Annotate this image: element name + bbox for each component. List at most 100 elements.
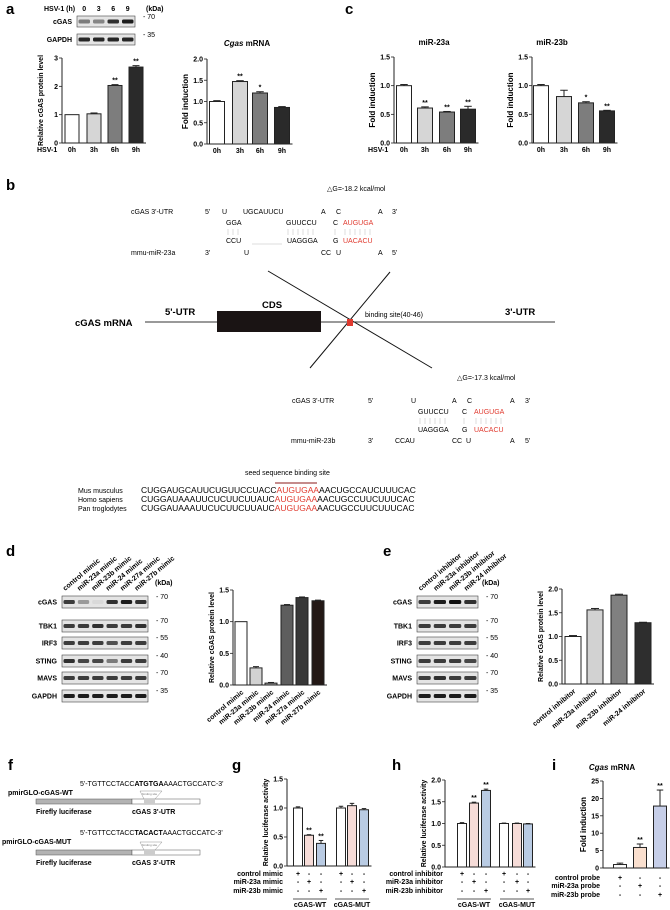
group-label: cGAS-MUT (334, 902, 371, 909)
bar (293, 807, 303, 867)
blot-band (464, 659, 477, 663)
condition-mark: - (619, 883, 622, 890)
seed-target: AUGUGA (474, 409, 505, 416)
condition-mark: - (297, 888, 300, 895)
y-tick-label: 1.5 (273, 777, 283, 784)
blot-row-label: GAPDH (47, 37, 72, 44)
significance-mark: ** (465, 99, 471, 106)
y-axis-label: Fold induction (579, 797, 588, 852)
mirna-name: mmu-miR-23a (131, 250, 175, 257)
blot-strip (416, 654, 479, 668)
condition-mark: - (351, 871, 354, 878)
blot-strip (416, 619, 479, 633)
x-tick-label: 6h (443, 147, 451, 154)
significance-mark: ** (133, 59, 139, 66)
nt: 3' (392, 209, 397, 216)
bar (234, 621, 248, 686)
blot-band (464, 624, 477, 628)
bar (578, 102, 594, 144)
panel-label-c: c (345, 1, 353, 18)
x-tick-label: 0h (537, 147, 545, 154)
nt: CCU (226, 238, 241, 245)
y-tick-label: 0.0 (273, 864, 283, 871)
condition-mark: - (516, 888, 519, 895)
blot-band (418, 624, 431, 628)
blot-row-label: GAPDH (387, 694, 412, 701)
nt: 3' (205, 250, 210, 257)
group-label: cGAS-WT (458, 902, 491, 909)
blot-band (106, 659, 118, 663)
condition-mark: - (308, 871, 311, 878)
condition-mark: + (350, 879, 354, 886)
y-tick-label: 0.0 (548, 682, 558, 689)
bar (634, 622, 652, 685)
bar (523, 823, 533, 868)
lane-label: 0 (82, 6, 86, 13)
target-name: cGAS 3'-UTR (131, 209, 173, 216)
blot-row-label: TBK1 (394, 624, 412, 631)
x-tick-label: 6h (256, 148, 264, 155)
condition-mark: - (659, 875, 662, 882)
blot-band (77, 624, 90, 628)
bar (396, 85, 412, 144)
blot-band (106, 676, 118, 680)
y-tick-label: 1.0 (193, 99, 203, 106)
panel-label-i: i (552, 757, 556, 774)
molecular-weight-marker: - 35 (156, 688, 168, 695)
blot-band (78, 19, 90, 24)
lane-label: 6 (111, 6, 115, 13)
blot-band (433, 600, 446, 604)
nt: 5' (368, 398, 373, 405)
nt: CCAU (395, 438, 415, 445)
nt: 5' (205, 209, 210, 216)
y-tick-label: 2 (54, 84, 58, 91)
delta-g-label: △G=-17.3 kcal/mol (457, 375, 516, 382)
utr-segment (131, 849, 201, 856)
condition-mark: + (472, 879, 476, 886)
x-tick-label: 3h (421, 147, 429, 154)
blot-band (106, 600, 118, 604)
x-tick-label: 3h (560, 147, 568, 154)
nt: U (244, 250, 249, 257)
lane-label: 9 (126, 6, 130, 13)
blot-row-cgas: cGAS- 70 (38, 594, 168, 609)
y-axis-label: Relative cGAS protein level (538, 591, 545, 682)
condition-mark: - (619, 892, 622, 899)
y-axis-label: Relative cGAS protein level (38, 55, 45, 146)
blot-band (433, 659, 446, 663)
mrna-map: cGAS mRNA 5'-UTR CDS binding site(40-46)… (75, 270, 555, 369)
condition-mark: + (362, 888, 366, 895)
blot-strip (61, 595, 149, 609)
construct-mut: 5'-TGTTCCTACCTACACTAAACTGCCATC-3' pmirGL… (2, 830, 223, 867)
y-tick-label: 1 (54, 112, 58, 119)
utr-segment (131, 798, 201, 805)
bar (469, 802, 479, 868)
y-tick-label: 1.0 (518, 83, 528, 90)
condition-label: miR-23a probe (551, 883, 600, 890)
y-tick-label: 1.0 (431, 821, 441, 828)
y-tick-label: 1.0 (219, 619, 229, 626)
bar (86, 113, 102, 144)
luciferase-segment (35, 798, 133, 805)
condition-mark: - (340, 879, 343, 886)
nt: GUUCCU (418, 409, 449, 416)
bar (274, 106, 290, 145)
x-tick-label: 9h (603, 147, 611, 154)
y-tick-label: 0.5 (548, 658, 558, 665)
condition-mark: - (503, 879, 506, 886)
blot-band (135, 600, 147, 604)
nt: A (378, 209, 383, 216)
nt: UAGGGA (287, 238, 318, 245)
blot-band (449, 600, 462, 604)
nt: U (466, 438, 471, 445)
nt: 3' (368, 438, 373, 445)
y-tick-label: 0.0 (219, 683, 229, 690)
species-sequence: CUGGAUAAAUUCUCUUCUUAUCAUGUGAAAACUGCCUUCU… (141, 503, 414, 513)
construct-wt: 5'-TGTTCCTACCATGTGAAAACTGCCATC-3' pmirGL… (8, 781, 223, 816)
condition-mark: + (460, 871, 464, 878)
blot-band (135, 659, 147, 663)
